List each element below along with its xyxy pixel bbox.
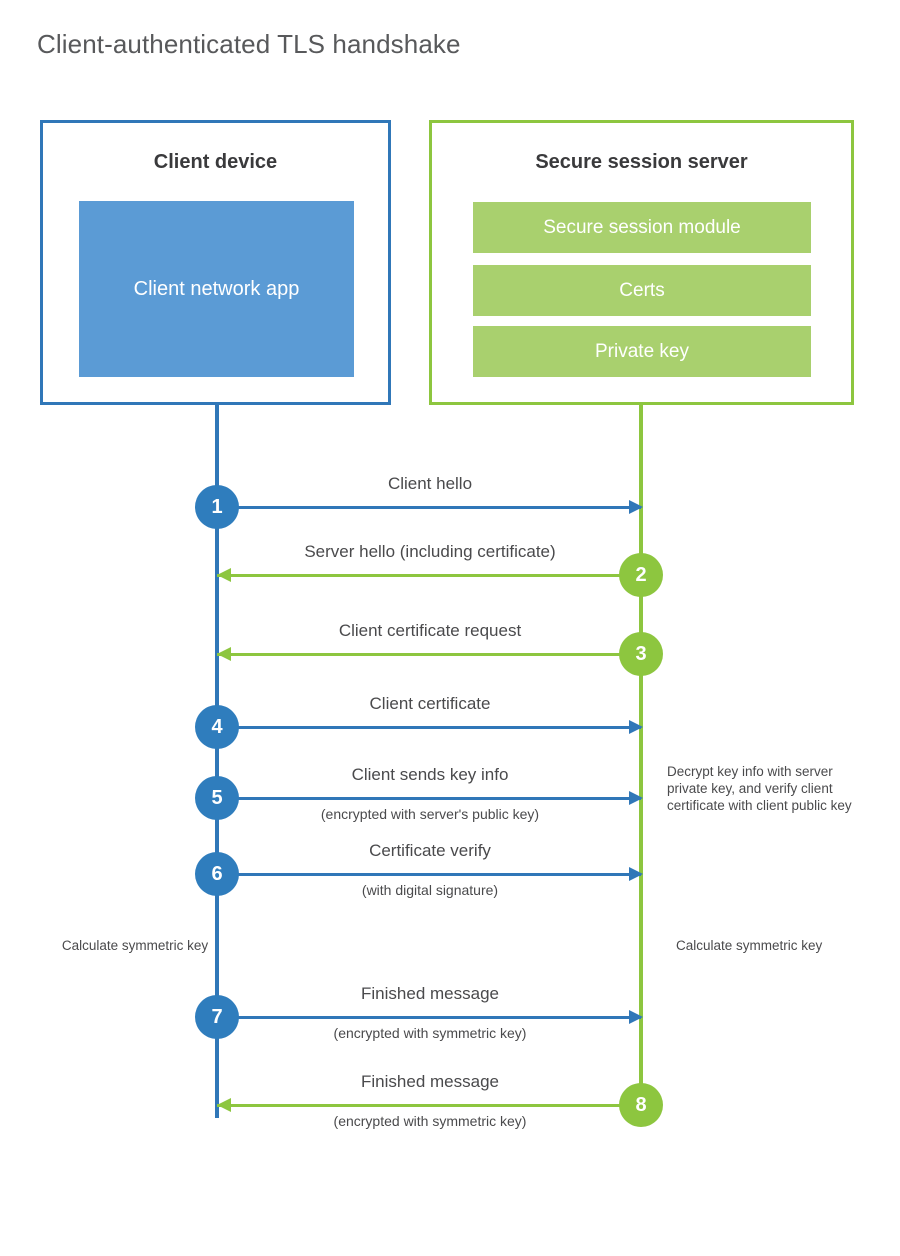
- client-lifeline: [215, 402, 219, 1118]
- note-client-calculate-symmetric-key: Calculate symmetric key: [61, 938, 209, 953]
- arrow-head-right-icon: [629, 500, 643, 514]
- arrow-head-right-icon: [629, 867, 643, 881]
- message-label-7: Finished message: [361, 984, 499, 1003]
- server-lifeline: [639, 402, 643, 1105]
- client-device-box: Client device Client network app: [40, 120, 391, 405]
- message-arrow-3: [217, 653, 641, 656]
- message-label-4: Client certificate: [369, 694, 491, 713]
- step-badge-5: 5: [195, 776, 239, 820]
- note-server-decrypt: Decrypt key info with server private key…: [667, 764, 852, 813]
- note-server-calculate-symmetric-key: Calculate symmetric key: [676, 938, 823, 953]
- server-block-private-key: Private key: [473, 326, 811, 377]
- client-device-title: Client device: [153, 151, 278, 173]
- message-label-5: Client sends key info: [351, 765, 509, 784]
- step-badge-7: 7: [195, 995, 239, 1039]
- message-arrow-2: [217, 574, 641, 577]
- message-sublabel-5: (encrypted with server's public key): [320, 806, 540, 822]
- secure-session-server-title: Secure session server: [535, 151, 748, 173]
- step-badge-2: 2: [619, 553, 663, 597]
- message-sublabel-8: (encrypted with symmetric key): [333, 1113, 527, 1129]
- message-arrow-4: [217, 726, 641, 729]
- message-sublabel-6: (with digital signature): [361, 882, 499, 898]
- message-sublabel-7: (encrypted with symmetric key): [333, 1025, 527, 1041]
- message-label-8: Finished message: [361, 1072, 499, 1091]
- step-badge-6: 6: [195, 852, 239, 896]
- arrow-head-left-icon: [217, 1098, 231, 1112]
- message-arrow-6: [217, 873, 641, 876]
- secure-session-server-box: Secure session server Secure session mod…: [429, 120, 854, 405]
- message-arrow-7: [217, 1016, 641, 1019]
- message-arrow-5: [217, 797, 641, 800]
- client-network-app-block: Client network app: [79, 201, 354, 377]
- message-label-6: Certificate verify: [369, 841, 491, 860]
- server-block-certs: Certs: [473, 265, 811, 316]
- page-title: Client-authenticated TLS handshake: [37, 29, 461, 59]
- step-badge-3: 3: [619, 632, 663, 676]
- step-badge-4: 4: [195, 705, 239, 749]
- arrow-head-right-icon: [629, 720, 643, 734]
- message-label-1: Client hello: [387, 474, 473, 493]
- message-label-2: Server hello (including certificate): [304, 542, 556, 561]
- step-badge-8: 8: [619, 1083, 663, 1127]
- arrow-head-left-icon: [217, 647, 231, 661]
- step-badge-1: 1: [195, 485, 239, 529]
- server-block-secure-session-module: Secure session module: [473, 202, 811, 253]
- arrow-head-right-icon: [629, 791, 643, 805]
- message-arrow-8: [217, 1104, 641, 1107]
- arrow-head-left-icon: [217, 568, 231, 582]
- arrow-head-right-icon: [629, 1010, 643, 1024]
- message-arrow-1: [217, 506, 641, 509]
- message-label-3: Client certificate request: [338, 621, 522, 640]
